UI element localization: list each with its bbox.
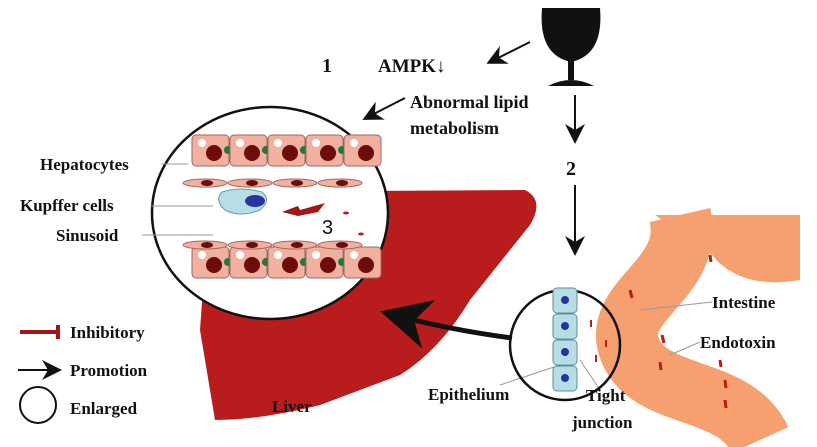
endothelial-nucleus <box>201 180 213 186</box>
endothelial-nucleus <box>246 180 258 186</box>
lipid-droplet <box>236 251 244 259</box>
endothelial-nucleus <box>201 242 213 248</box>
lipid-droplet <box>312 251 320 259</box>
epithelial-nucleus <box>561 296 569 304</box>
hepatocyte-nucleus <box>244 145 260 161</box>
sinusoid-label: Sinusoid <box>56 226 119 245</box>
lipid-label-1: Abnormal lipid <box>410 92 529 112</box>
enlarged-legend-icon <box>19 386 57 424</box>
endothelial-nucleus <box>246 242 258 248</box>
hepatocyte-nucleus <box>282 257 298 273</box>
epithelial-nucleus <box>561 374 569 382</box>
epithelial-nucleus <box>561 322 569 330</box>
hepatocyte-nucleus <box>282 145 298 161</box>
arrow-intestine-to-liver <box>380 300 513 349</box>
hepatocyte-nucleus <box>206 257 222 273</box>
intestine-shape-upper <box>655 215 800 283</box>
intestine-label: Intestine <box>712 293 776 312</box>
hepatocyte-nucleus <box>206 145 222 161</box>
lipid-droplet <box>198 251 206 259</box>
lipid-droplet <box>312 139 320 147</box>
step-1-label: 1 <box>322 55 332 77</box>
lipid-droplet <box>274 251 282 259</box>
hepatocytes-label: Hepatocytes <box>40 155 129 174</box>
endothelial-nucleus <box>291 242 303 248</box>
hepatocyte-nucleus <box>320 145 336 161</box>
legend: Inhibitory Promotion Enlarged <box>18 323 148 424</box>
arrow-glass-to-ampk <box>486 41 531 64</box>
kupffer-cell <box>218 188 267 215</box>
inhibit-arrow-3 <box>282 203 325 216</box>
lipid-droplet <box>350 139 358 147</box>
hepatocyte-nucleus <box>358 145 374 161</box>
arrow-to-lipid-circle <box>362 97 406 120</box>
hepatocyte-nucleus <box>320 257 336 273</box>
lipid-droplet <box>198 139 206 147</box>
legend-enlarged: Enlarged <box>70 399 138 418</box>
endotoxin-dots <box>343 211 388 250</box>
epithelium-label: Epithelium <box>428 385 509 404</box>
liver-label: Liver <box>272 397 312 416</box>
lipid-droplet <box>350 251 358 259</box>
ampk-label: AMPK↓ <box>378 56 446 77</box>
lipid-droplet <box>236 139 244 147</box>
endotoxin-label: Endotoxin <box>700 333 776 352</box>
intestine-shape <box>596 208 789 447</box>
step-2-label: 2 <box>566 158 576 180</box>
endotoxin-marks <box>628 254 728 409</box>
kupffer-label: Kupffer cells <box>20 196 114 215</box>
lipid-label-2: metabolism <box>410 118 499 138</box>
epithelial-nucleus <box>561 348 569 356</box>
epithelium-cells <box>552 287 578 392</box>
hepatocyte-layers <box>182 134 382 279</box>
junction-label: junction <box>571 413 633 432</box>
hepatocyte-nucleus <box>358 257 374 273</box>
lipid-droplet <box>274 139 282 147</box>
step-3-label: 3 <box>322 217 333 239</box>
legend-inhibitory: Inhibitory <box>70 323 145 342</box>
legend-promotion: Promotion <box>70 361 148 380</box>
wine-glass-icon <box>541 8 601 86</box>
endothelial-nucleus <box>291 180 303 186</box>
hepatocyte-nucleus <box>244 257 260 273</box>
endothelial-nucleus <box>336 180 348 186</box>
endothelial-nucleus <box>336 242 348 248</box>
tight-label: Tight <box>586 386 626 405</box>
